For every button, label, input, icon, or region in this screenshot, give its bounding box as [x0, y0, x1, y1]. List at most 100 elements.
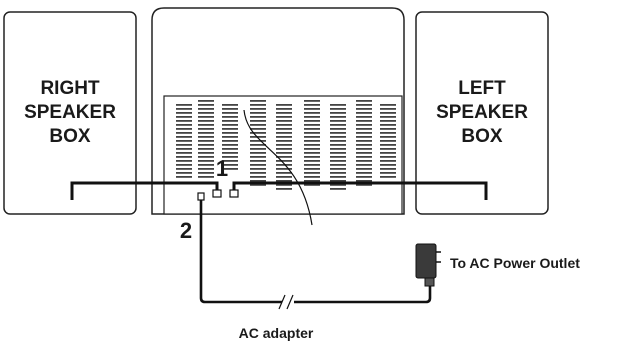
vent-slot [330, 144, 346, 146]
vent-slot [330, 156, 346, 158]
vent-slot [356, 156, 372, 158]
vent-slot [330, 152, 346, 154]
vent-slot [222, 136, 238, 138]
vent-slot [276, 128, 292, 130]
vent-slot [250, 144, 266, 146]
vent-slot [380, 124, 396, 126]
vent-slot [198, 124, 214, 126]
right-speaker-box: RIGHT SPEAKER BOX [3, 11, 137, 215]
right-speaker-label-line1: RIGHT [40, 78, 100, 99]
vent-slot [222, 132, 238, 134]
vent-slot [198, 116, 214, 118]
vent-slot [176, 108, 192, 110]
vent-slot [250, 140, 266, 142]
step-2-label: 2 [180, 218, 192, 243]
vent-slot [330, 176, 346, 178]
vent-slot [176, 140, 192, 142]
vent-slot [276, 120, 292, 122]
vent-slot [304, 100, 320, 102]
vent-slot [250, 132, 266, 134]
vent-slot [304, 152, 320, 154]
vent-slot [380, 128, 396, 130]
vent-slot [198, 120, 214, 122]
vent-slot [356, 132, 372, 134]
vent-slot [250, 184, 266, 186]
vent-slot [198, 128, 214, 130]
vent-slot [250, 152, 266, 154]
vent-slot [198, 148, 214, 150]
vent-slot [198, 176, 214, 178]
vent-slot [176, 156, 192, 158]
vent-slot [330, 172, 346, 174]
vent-slot [276, 172, 292, 174]
vent-slot [304, 104, 320, 106]
vent-slot [304, 164, 320, 166]
vent-slot [356, 164, 372, 166]
speaker-jacks [212, 189, 239, 198]
vent-slot [356, 168, 372, 170]
right-speaker-wire [70, 181, 219, 200]
vent-slot [222, 160, 238, 162]
vent-slot [176, 176, 192, 178]
vent-slot [380, 168, 396, 170]
vent-slot [222, 112, 238, 114]
vent-slot [250, 136, 266, 138]
vent-slot [198, 144, 214, 146]
vent-slot [304, 128, 320, 130]
vent-slot [222, 164, 238, 166]
vent-slot [250, 108, 266, 110]
vent-slot [176, 148, 192, 150]
main-unit-rear [151, 7, 405, 215]
left-speaker-label-line2: SPEAKER [436, 102, 528, 123]
vent-slot [276, 140, 292, 142]
vent-slot [330, 140, 346, 142]
dc-power-cord [197, 192, 432, 310]
vent-slot [198, 160, 214, 162]
vent-slot [222, 116, 238, 118]
vent-slot [380, 112, 396, 114]
vent-slot [250, 176, 266, 178]
vent-slot [304, 120, 320, 122]
vent-slot [198, 100, 214, 102]
vent-slot [380, 176, 396, 178]
vent-slot [276, 188, 292, 190]
vent-slot [276, 144, 292, 146]
vent-slot [276, 180, 292, 182]
vent-slot [250, 116, 266, 118]
vent-slot [380, 164, 396, 166]
vent-slot [176, 128, 192, 130]
vent-slot [198, 108, 214, 110]
vent-slot [176, 104, 192, 106]
vent-slot [222, 140, 238, 142]
vent-slot [356, 140, 372, 142]
vent-slot [250, 156, 266, 158]
vent-slot [330, 184, 346, 186]
vent-slot [330, 188, 346, 190]
vent-slot [330, 116, 346, 118]
vent-slot [198, 156, 214, 158]
vent-slot [276, 108, 292, 110]
vent-slot [304, 140, 320, 142]
vent-slot [198, 168, 214, 170]
vent-slot [330, 168, 346, 170]
vent-slot [356, 148, 372, 150]
vent-slot [304, 160, 320, 162]
vent-slot [250, 100, 266, 102]
vent-slot [176, 116, 192, 118]
vent-slot [222, 156, 238, 158]
vent-slot [380, 156, 396, 158]
vent-slot [250, 120, 266, 122]
vent-slot [356, 144, 372, 146]
vent-slot [276, 132, 292, 134]
vent-slot [176, 112, 192, 114]
vent-slot [222, 152, 238, 154]
vent-slot [250, 168, 266, 170]
left-speaker-label-line3: BOX [461, 126, 503, 147]
vent-slot [380, 136, 396, 138]
vent-slot [356, 176, 372, 178]
ac-adapter-icon [415, 243, 441, 287]
vent-slot [330, 108, 346, 110]
vent-slot [198, 140, 214, 142]
vent-slot [176, 132, 192, 134]
